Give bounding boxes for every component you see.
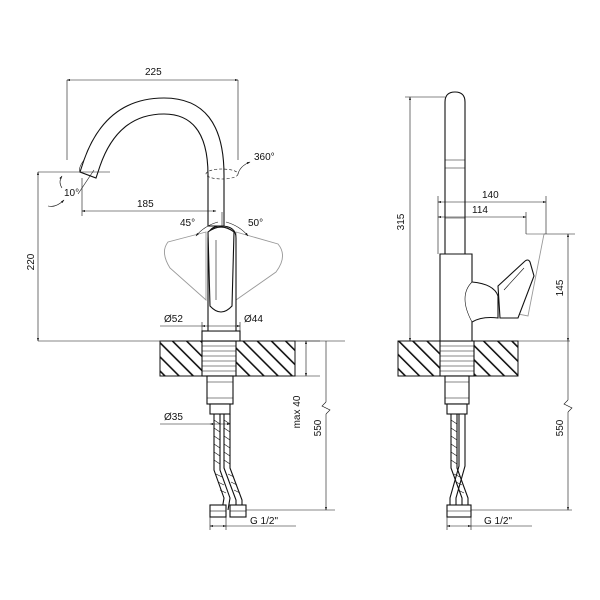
dim-lever-right: 50° <box>248 218 263 229</box>
side-dim-thread: G 1/2" <box>484 516 512 527</box>
dim-hose-length: 550 <box>313 419 324 436</box>
dim-thread: G 1/2" <box>250 516 278 527</box>
dim-lever-reach: 140 <box>482 190 499 201</box>
dim-total-height: 315 <box>396 213 407 230</box>
dim-lever-inner: 114 <box>472 205 488 216</box>
dim-max-thickness: max 40 <box>292 395 303 428</box>
dim-height-spout: 220 <box>26 253 37 270</box>
side-spout-tube <box>444 91 466 255</box>
dim-rotation-label: 360° <box>254 152 275 163</box>
side-view: 315 140 114 145 550 G 1/2" <box>396 91 575 530</box>
dim-base-diam: Ø52 <box>164 314 183 325</box>
dim-hose-diam: Ø35 <box>164 412 183 423</box>
dim-lever-height: 145 <box>555 279 566 296</box>
dim-lever-left: 45° <box>180 218 195 229</box>
front-view: 360° 225 10° 185 45° 50° 220 Ø52 Ø44 <box>26 67 345 530</box>
lever-ghost-right <box>235 231 283 301</box>
side-dim-hose-length: 550 <box>555 419 566 436</box>
dim-spout-angle: 10° <box>64 188 79 199</box>
side-faucet-body <box>439 253 499 342</box>
faucet-base <box>201 330 241 342</box>
side-lever <box>497 259 535 319</box>
lever-ghost-left <box>164 231 207 302</box>
dim-width-top: 225 <box>145 67 162 78</box>
lever-front <box>207 226 235 313</box>
dim-body-diam: Ø44 <box>244 314 263 325</box>
spout <box>79 97 225 227</box>
dim-spout-reach: 185 <box>137 199 154 210</box>
